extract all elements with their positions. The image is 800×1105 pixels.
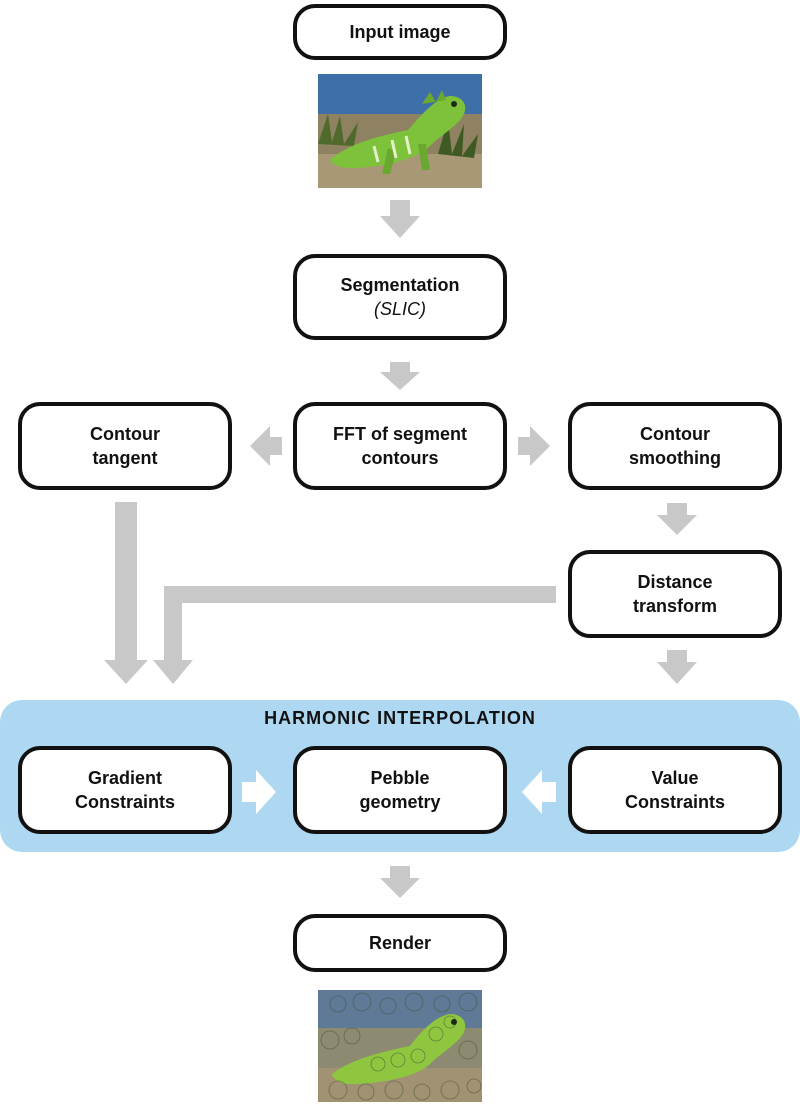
arrow-down-5: [380, 866, 420, 898]
contour-smoothing-box: Contour smoothing: [568, 402, 782, 490]
arrow-elbow-distance: [153, 586, 556, 684]
fft-line1: FFT of segment: [333, 424, 467, 444]
pebble-geometry-line1: Pebble: [370, 768, 430, 788]
gradient-constraints-line2: Constraints: [74, 792, 175, 812]
render-label: Render: [368, 933, 431, 953]
arrow-down-3: [657, 503, 697, 535]
value-constraints-line2: Constraints: [624, 792, 725, 812]
value-constraints-box: Value Constraints: [568, 746, 782, 834]
arrow-down-tangent: [104, 502, 148, 684]
arrow-down-4: [657, 650, 697, 684]
gradient-constraints-line1: Gradient: [87, 768, 162, 788]
input-image-box: Input image: [293, 4, 507, 60]
arrow-right-white: [242, 770, 276, 814]
input-image-label: Input image: [349, 22, 451, 42]
contour-tangent-box: Contour tangent: [18, 402, 232, 490]
contour-smoothing-line2: smoothing: [629, 448, 721, 468]
output-pebble-image: [318, 990, 482, 1102]
segmentation-label: Segmentation: [340, 275, 460, 295]
value-constraints-line1: Value: [651, 768, 699, 788]
contour-tangent-line1: Contour: [90, 424, 160, 444]
distance-transform-line2: transform: [632, 596, 717, 616]
pebble-geometry-line2: geometry: [359, 792, 441, 812]
fft-line2: contours: [361, 448, 439, 468]
contour-tangent-line2: tangent: [92, 448, 158, 468]
arrow-down-2: [380, 362, 420, 390]
arrow-down-1: [380, 200, 420, 238]
segmentation-method: (SLIC): [373, 299, 426, 319]
input-image-photo: [318, 74, 482, 188]
distance-transform-box: Distance transform: [568, 550, 782, 638]
arrow-left-white: [522, 770, 556, 814]
pebble-geometry-box: Pebble geometry: [293, 746, 507, 834]
gradient-constraints-box: Gradient Constraints: [18, 746, 232, 834]
panel-title: HARMONIC INTERPOLATION: [264, 708, 536, 728]
segmentation-box: Segmentation (SLIC): [293, 254, 507, 340]
contour-smoothing-line1: Contour: [640, 424, 710, 444]
fft-box: FFT of segment contours: [293, 402, 507, 490]
render-box: Render: [293, 914, 507, 972]
distance-transform-line1: Distance: [637, 572, 713, 592]
arrow-right-1: [518, 426, 550, 466]
arrow-left-1: [250, 426, 282, 466]
